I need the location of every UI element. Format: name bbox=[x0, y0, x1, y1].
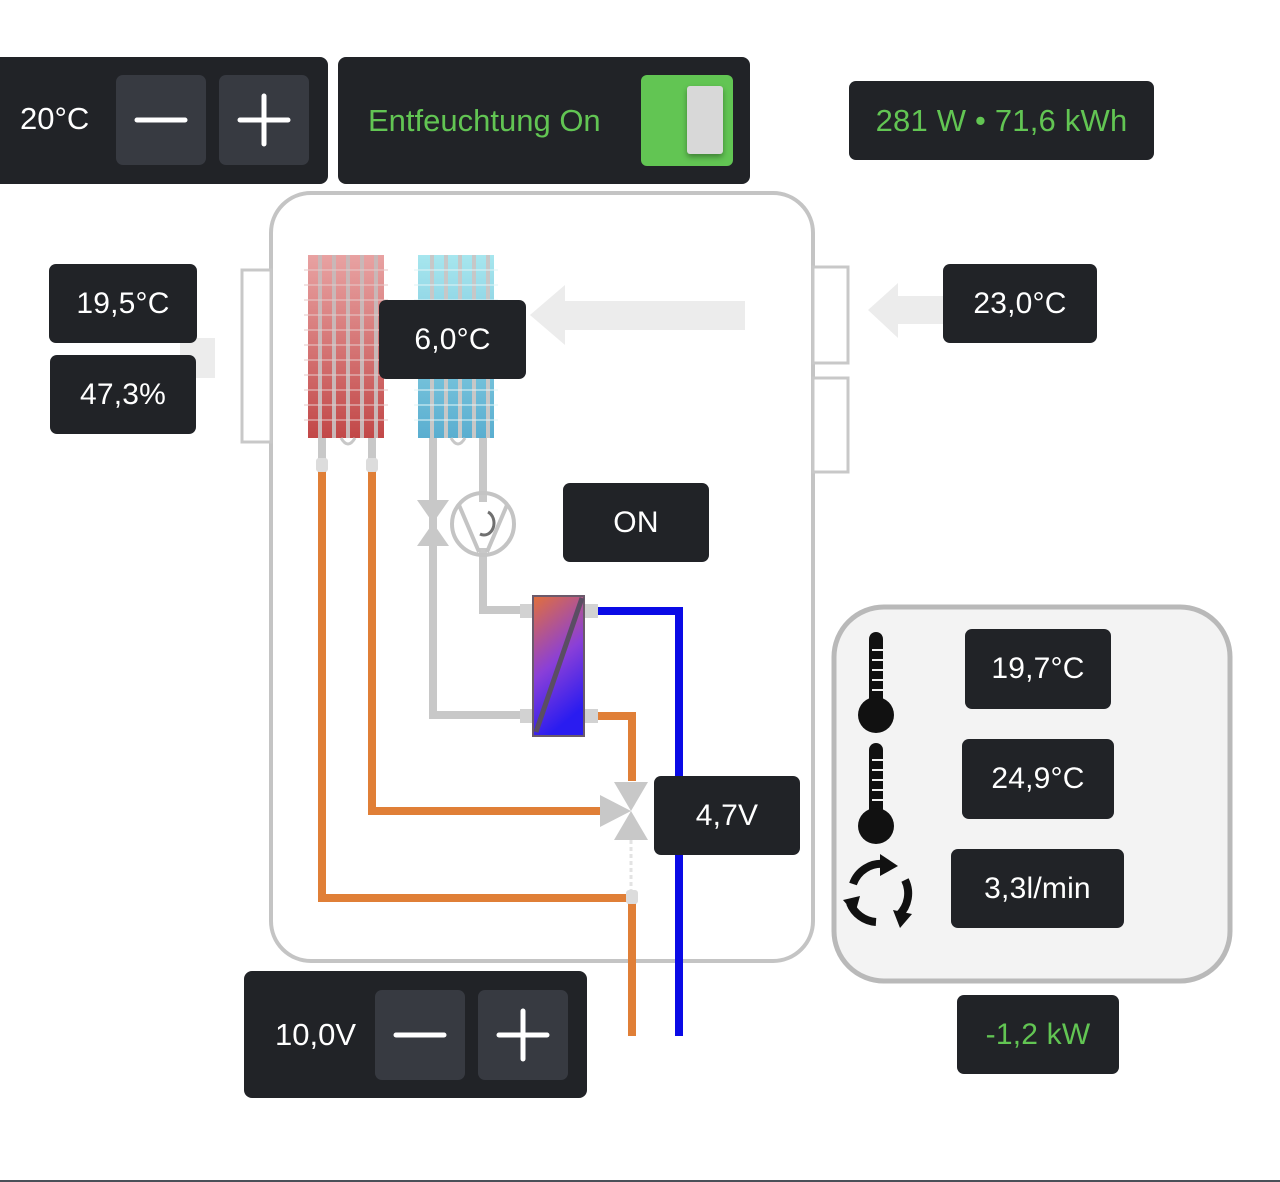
dehumidify-toggle[interactable] bbox=[641, 75, 733, 166]
minus-icon bbox=[393, 1032, 447, 1038]
supply-air-temp: 19,5°C bbox=[49, 264, 197, 343]
plus-icon bbox=[237, 93, 291, 147]
thermal-power: -1,2 kW bbox=[957, 995, 1119, 1074]
fan-voltage-increase-button[interactable] bbox=[478, 990, 568, 1080]
water-flow-rate: 3,3l/min bbox=[951, 849, 1124, 928]
power-readout: 281 W • 71,6 kWh bbox=[849, 81, 1154, 160]
fan-voltage-value: 10,0V bbox=[275, 1017, 357, 1052]
left-port bbox=[240, 268, 273, 444]
expansion-valve bbox=[417, 500, 449, 546]
plus-icon bbox=[496, 1008, 550, 1062]
right-port-lower bbox=[811, 376, 850, 474]
supply-air-humidity: 47,3% bbox=[50, 355, 196, 434]
minus-icon bbox=[134, 117, 188, 123]
thermometer-icon bbox=[858, 632, 894, 733]
plate-heat-exchanger bbox=[520, 595, 598, 737]
setpoint-increase-button[interactable] bbox=[219, 75, 309, 165]
compressor-status: ON bbox=[563, 483, 709, 562]
setpoint-value: 20°C bbox=[20, 101, 90, 136]
airflow-arrow-inner bbox=[530, 285, 745, 345]
condenser-coil bbox=[304, 255, 388, 446]
bottom-divider bbox=[0, 1180, 1280, 1182]
right-port-upper bbox=[811, 265, 850, 365]
evaporator-temp: 6,0°C bbox=[379, 300, 526, 379]
fan-voltage-control: 10,0V bbox=[244, 971, 587, 1098]
water-temp-2: 24,9°C bbox=[962, 739, 1114, 819]
mixing-valve bbox=[600, 782, 648, 840]
dehumidify-control: Entfeuchtung On bbox=[338, 57, 750, 184]
setpoint-control: 20°C bbox=[0, 57, 328, 184]
water-temp-1: 19,7°C bbox=[965, 629, 1111, 709]
fan-voltage-decrease-button[interactable] bbox=[375, 990, 465, 1080]
cold-water-pipe bbox=[594, 607, 683, 1036]
valve-voltage: 4,7V bbox=[654, 776, 800, 855]
airflow-arrow-outdoor bbox=[868, 283, 945, 338]
compressor-symbol bbox=[450, 491, 516, 557]
thermometer-icon bbox=[858, 743, 894, 844]
hot-water-pipes bbox=[318, 470, 636, 1036]
outdoor-air-temp: 23,0°C bbox=[943, 264, 1097, 343]
setpoint-decrease-button[interactable] bbox=[116, 75, 206, 165]
toggle-knob bbox=[687, 86, 723, 154]
dehumidify-label: Entfeuchtung On bbox=[368, 103, 601, 138]
